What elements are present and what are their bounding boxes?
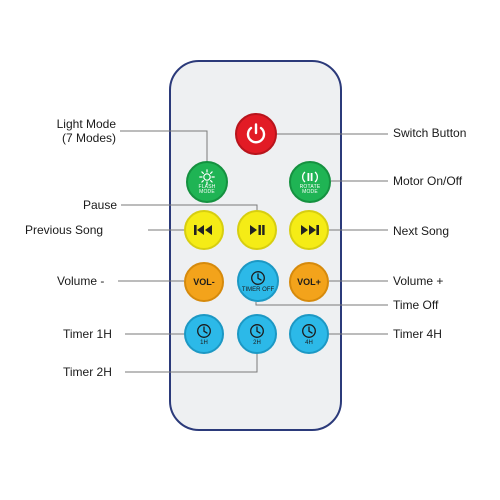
label-time-off: Time Off	[393, 298, 439, 312]
volume-up-text: VOL+	[297, 277, 321, 287]
clock-icon	[251, 270, 265, 285]
label-volume-minus: Volume -	[57, 274, 105, 288]
skip-forward-icon	[301, 225, 319, 235]
timer-1h-button[interactable]: 1H	[184, 314, 224, 354]
label-pause: Pause	[83, 198, 118, 212]
clock-icon	[302, 323, 316, 338]
volume-down-button[interactable]: VOL-	[184, 262, 224, 302]
label-light-mode: Light Mode (7 Modes)	[56, 117, 116, 145]
label-previous-song: Previous Song	[25, 223, 104, 237]
timer-2h-button[interactable]: 2H	[237, 314, 277, 354]
label-switch-button: Switch Button	[393, 126, 467, 140]
sun-icon	[199, 169, 215, 185]
previous-button[interactable]	[184, 210, 224, 250]
timer-1h-text: 1H	[200, 339, 208, 346]
volume-up-button[interactable]: VOL+	[289, 262, 329, 302]
label-timer-2h: Timer 2H	[63, 365, 112, 379]
skip-back-icon	[194, 225, 212, 235]
play-pause-button[interactable]	[237, 210, 277, 250]
rotate-pause-icon	[302, 171, 318, 183]
timer-off-button[interactable]: TIMER OFF	[237, 260, 279, 302]
label-volume-plus: Volume +	[393, 274, 444, 288]
next-button[interactable]	[289, 210, 329, 250]
timer-4h-button[interactable]: 4H	[289, 314, 329, 354]
power-icon	[246, 123, 266, 144]
label-next-song: Next Song	[393, 224, 450, 238]
play-pause-icon	[250, 225, 265, 235]
clock-icon	[250, 323, 264, 338]
label-timer-4h: Timer 4H	[393, 327, 442, 341]
clock-icon	[197, 323, 211, 338]
timer-2h-text: 2H	[253, 339, 261, 346]
label-motor: Motor On/Off	[393, 174, 463, 188]
timer-4h-text: 4H	[305, 339, 313, 346]
switch-button[interactable]	[235, 113, 277, 155]
label-timer-1h: Timer 1H	[63, 327, 112, 341]
volume-down-text: VOL-	[193, 277, 215, 287]
timer-off-text: TIMER OFF	[241, 286, 275, 293]
